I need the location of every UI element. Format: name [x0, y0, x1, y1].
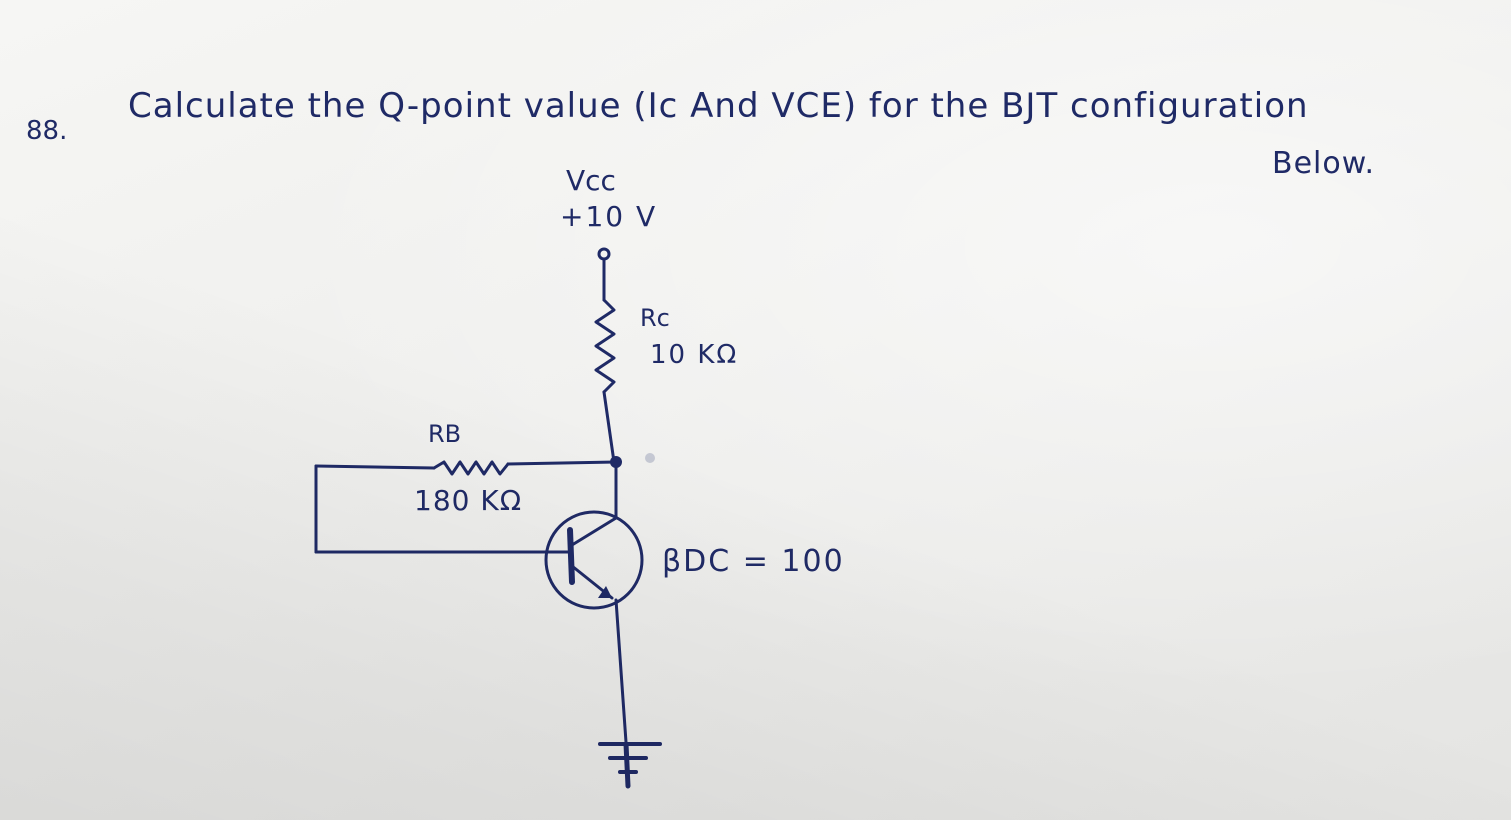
- junction-dot: [610, 456, 622, 468]
- wire-emitter-to-ground: [614, 598, 628, 744]
- bjt-transistor-body: [544, 510, 644, 610]
- vcc-label: Vcc: [566, 164, 616, 197]
- ink-smudge: [645, 453, 655, 463]
- rb-label: RB: [428, 420, 462, 448]
- ground-stem: [623, 741, 631, 789]
- beta-dc-label: βDC = 100: [662, 544, 845, 579]
- vcc-value: +10 V: [560, 200, 658, 233]
- rc-resistor-symbol: [594, 298, 616, 394]
- rc-label: Rc: [640, 304, 670, 332]
- rb-value: 180 KΩ: [414, 484, 523, 517]
- rb-resistor-symbol: [432, 460, 510, 476]
- bjt-emitter-arrow: [598, 586, 612, 598]
- question-text-continuation: Below.: [1272, 146, 1376, 181]
- wire-rb-to-left: [314, 464, 436, 470]
- bjt-base-bar: [567, 527, 575, 585]
- bjt-collector-lead: [570, 516, 618, 547]
- question-text: Calculate the Q-point value (Ic And VCE)…: [128, 86, 1309, 126]
- rc-value: 10 KΩ: [650, 340, 739, 370]
- question-number: 88.: [26, 116, 68, 146]
- wire-node-to-rb: [506, 460, 618, 466]
- wire-rc-to-node: [602, 390, 616, 464]
